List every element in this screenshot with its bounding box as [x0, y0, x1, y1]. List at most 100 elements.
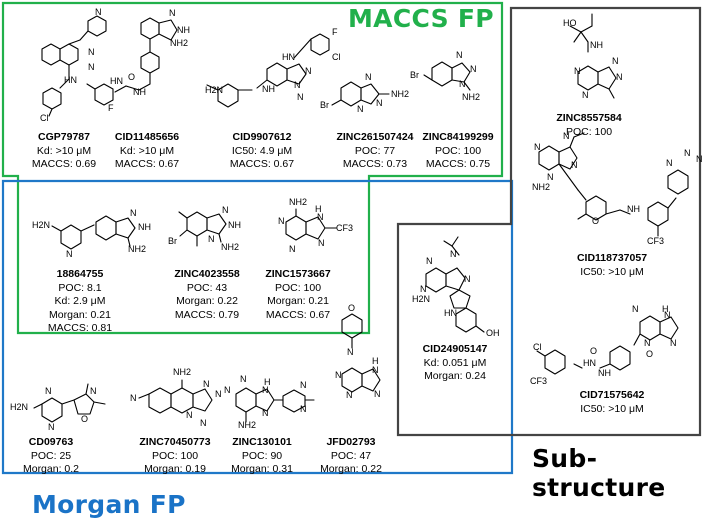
atom-label: HN	[64, 75, 77, 85]
molecule-cid9907612	[206, 33, 330, 108]
atom-label: N	[48, 422, 55, 432]
compound-metric: MACCS: 0.67	[229, 158, 295, 170]
atom-label: N	[571, 160, 578, 170]
atom-label: CF3	[530, 376, 547, 386]
atom-label: Br	[410, 70, 419, 80]
atom-label: N	[297, 92, 304, 102]
atom-label: HN	[282, 52, 295, 62]
morgan-fp-title: Morgan FP	[32, 490, 186, 519]
compound-id: CGP79787	[38, 131, 90, 143]
compound-metric: POC: 100	[274, 281, 322, 294]
atom-label: N	[374, 389, 381, 399]
atom-label: H	[372, 356, 379, 366]
morgan-group-box	[1, 179, 514, 475]
atom-label: H	[315, 204, 322, 214]
molecule-zinc84199299	[423, 61, 471, 91]
atom-label: N	[582, 90, 589, 100]
compound-metric: POC: 100	[434, 144, 482, 157]
compound-id: ZINC4023558	[174, 268, 240, 280]
atom-label: N	[240, 374, 247, 384]
atom-label: N	[300, 380, 307, 390]
compound-metric: MACCS: 0.75	[425, 158, 491, 170]
atom-label: NH	[177, 25, 190, 35]
molecule-cid118737057	[538, 132, 689, 237]
atom-label: N	[456, 50, 463, 60]
atom-label: O	[348, 303, 355, 313]
atom-label: H2N	[205, 85, 223, 95]
molecule-zinc130101	[235, 387, 315, 423]
atom-label: N	[224, 385, 231, 395]
atom-label: N	[262, 385, 269, 395]
compound-metric: Morgan: 0.21	[267, 295, 329, 307]
atom-label: N	[66, 249, 73, 259]
atom-label: Cl	[40, 113, 49, 123]
atom-label: N	[318, 238, 325, 248]
compound-id: JFD02793	[326, 436, 376, 448]
atom-label: N	[300, 404, 307, 414]
compound-metric: MACCS: 0.73	[342, 158, 408, 170]
atom-label: N	[203, 379, 210, 389]
compound-metric: POC: 8.1	[58, 281, 102, 294]
atom-label: Br	[320, 100, 329, 110]
atom-label: HN	[444, 308, 457, 318]
compound-metric: Kd: 0.051 μM	[423, 356, 487, 369]
atom-label: H2N	[32, 220, 50, 230]
atom-label: HN	[583, 358, 596, 368]
atom-label: HO	[563, 18, 577, 28]
atom-label: N	[459, 79, 466, 89]
compound-metric: POC: 43	[186, 281, 228, 294]
atom-label: CF3	[336, 223, 353, 233]
compound-metric: POC: 47	[330, 449, 372, 462]
atom-label: NH2	[238, 420, 256, 430]
molecule-cid71575642	[536, 315, 679, 375]
substructure-group-box	[396, 6, 702, 437]
compound-id: CID9907612	[232, 131, 292, 143]
atom-label: N	[335, 370, 342, 380]
atom-label: N	[357, 104, 364, 114]
atom-label: N	[305, 66, 312, 76]
atom-label: N	[278, 216, 285, 226]
atom-label: N	[616, 72, 623, 82]
atom-label: Cl	[332, 52, 341, 62]
atom-label: NH	[590, 40, 603, 50]
compound-metric: POC: 100	[565, 125, 613, 138]
maccs-group-box	[1, 1, 504, 335]
compound-metric: MACCS: 0.67	[265, 308, 331, 321]
atom-label: N	[666, 158, 673, 168]
molecule-cid24905147	[425, 236, 485, 333]
atom-label: Cl	[533, 342, 542, 352]
substructure-title: Sub-structure	[532, 444, 666, 502]
atom-label: NH	[228, 220, 241, 230]
atom-label: NH2	[221, 242, 239, 252]
compound-id: ZINC8557584	[556, 112, 622, 124]
compound-metric: MACCS: 0.69	[31, 158, 97, 170]
atom-label: NH	[598, 368, 611, 378]
atom-label: N	[547, 172, 554, 182]
atom-label: N	[372, 365, 379, 375]
atom-label: F	[332, 27, 338, 37]
atom-label: O	[592, 216, 599, 226]
atom-label: N	[90, 386, 97, 396]
compound-metric: MACCS: 0.79	[174, 308, 240, 321]
atom-label: N	[208, 234, 215, 244]
atom-label: NH2	[128, 244, 146, 254]
atom-label: NH	[133, 87, 146, 97]
atom-label: N	[426, 256, 433, 266]
atom-label: N	[632, 304, 639, 314]
compound-metric: Morgan: 0.2	[22, 463, 80, 475]
compound-metric: Morgan: 0.22	[320, 463, 382, 475]
atom-label: N	[464, 274, 471, 284]
atom-label: H	[264, 377, 271, 387]
compound-metric: POC: 90	[241, 449, 283, 462]
atom-label: NH2	[391, 89, 409, 99]
atom-label: N	[130, 208, 137, 218]
atom-label: N	[470, 64, 477, 74]
atom-label: NH2	[173, 367, 191, 377]
